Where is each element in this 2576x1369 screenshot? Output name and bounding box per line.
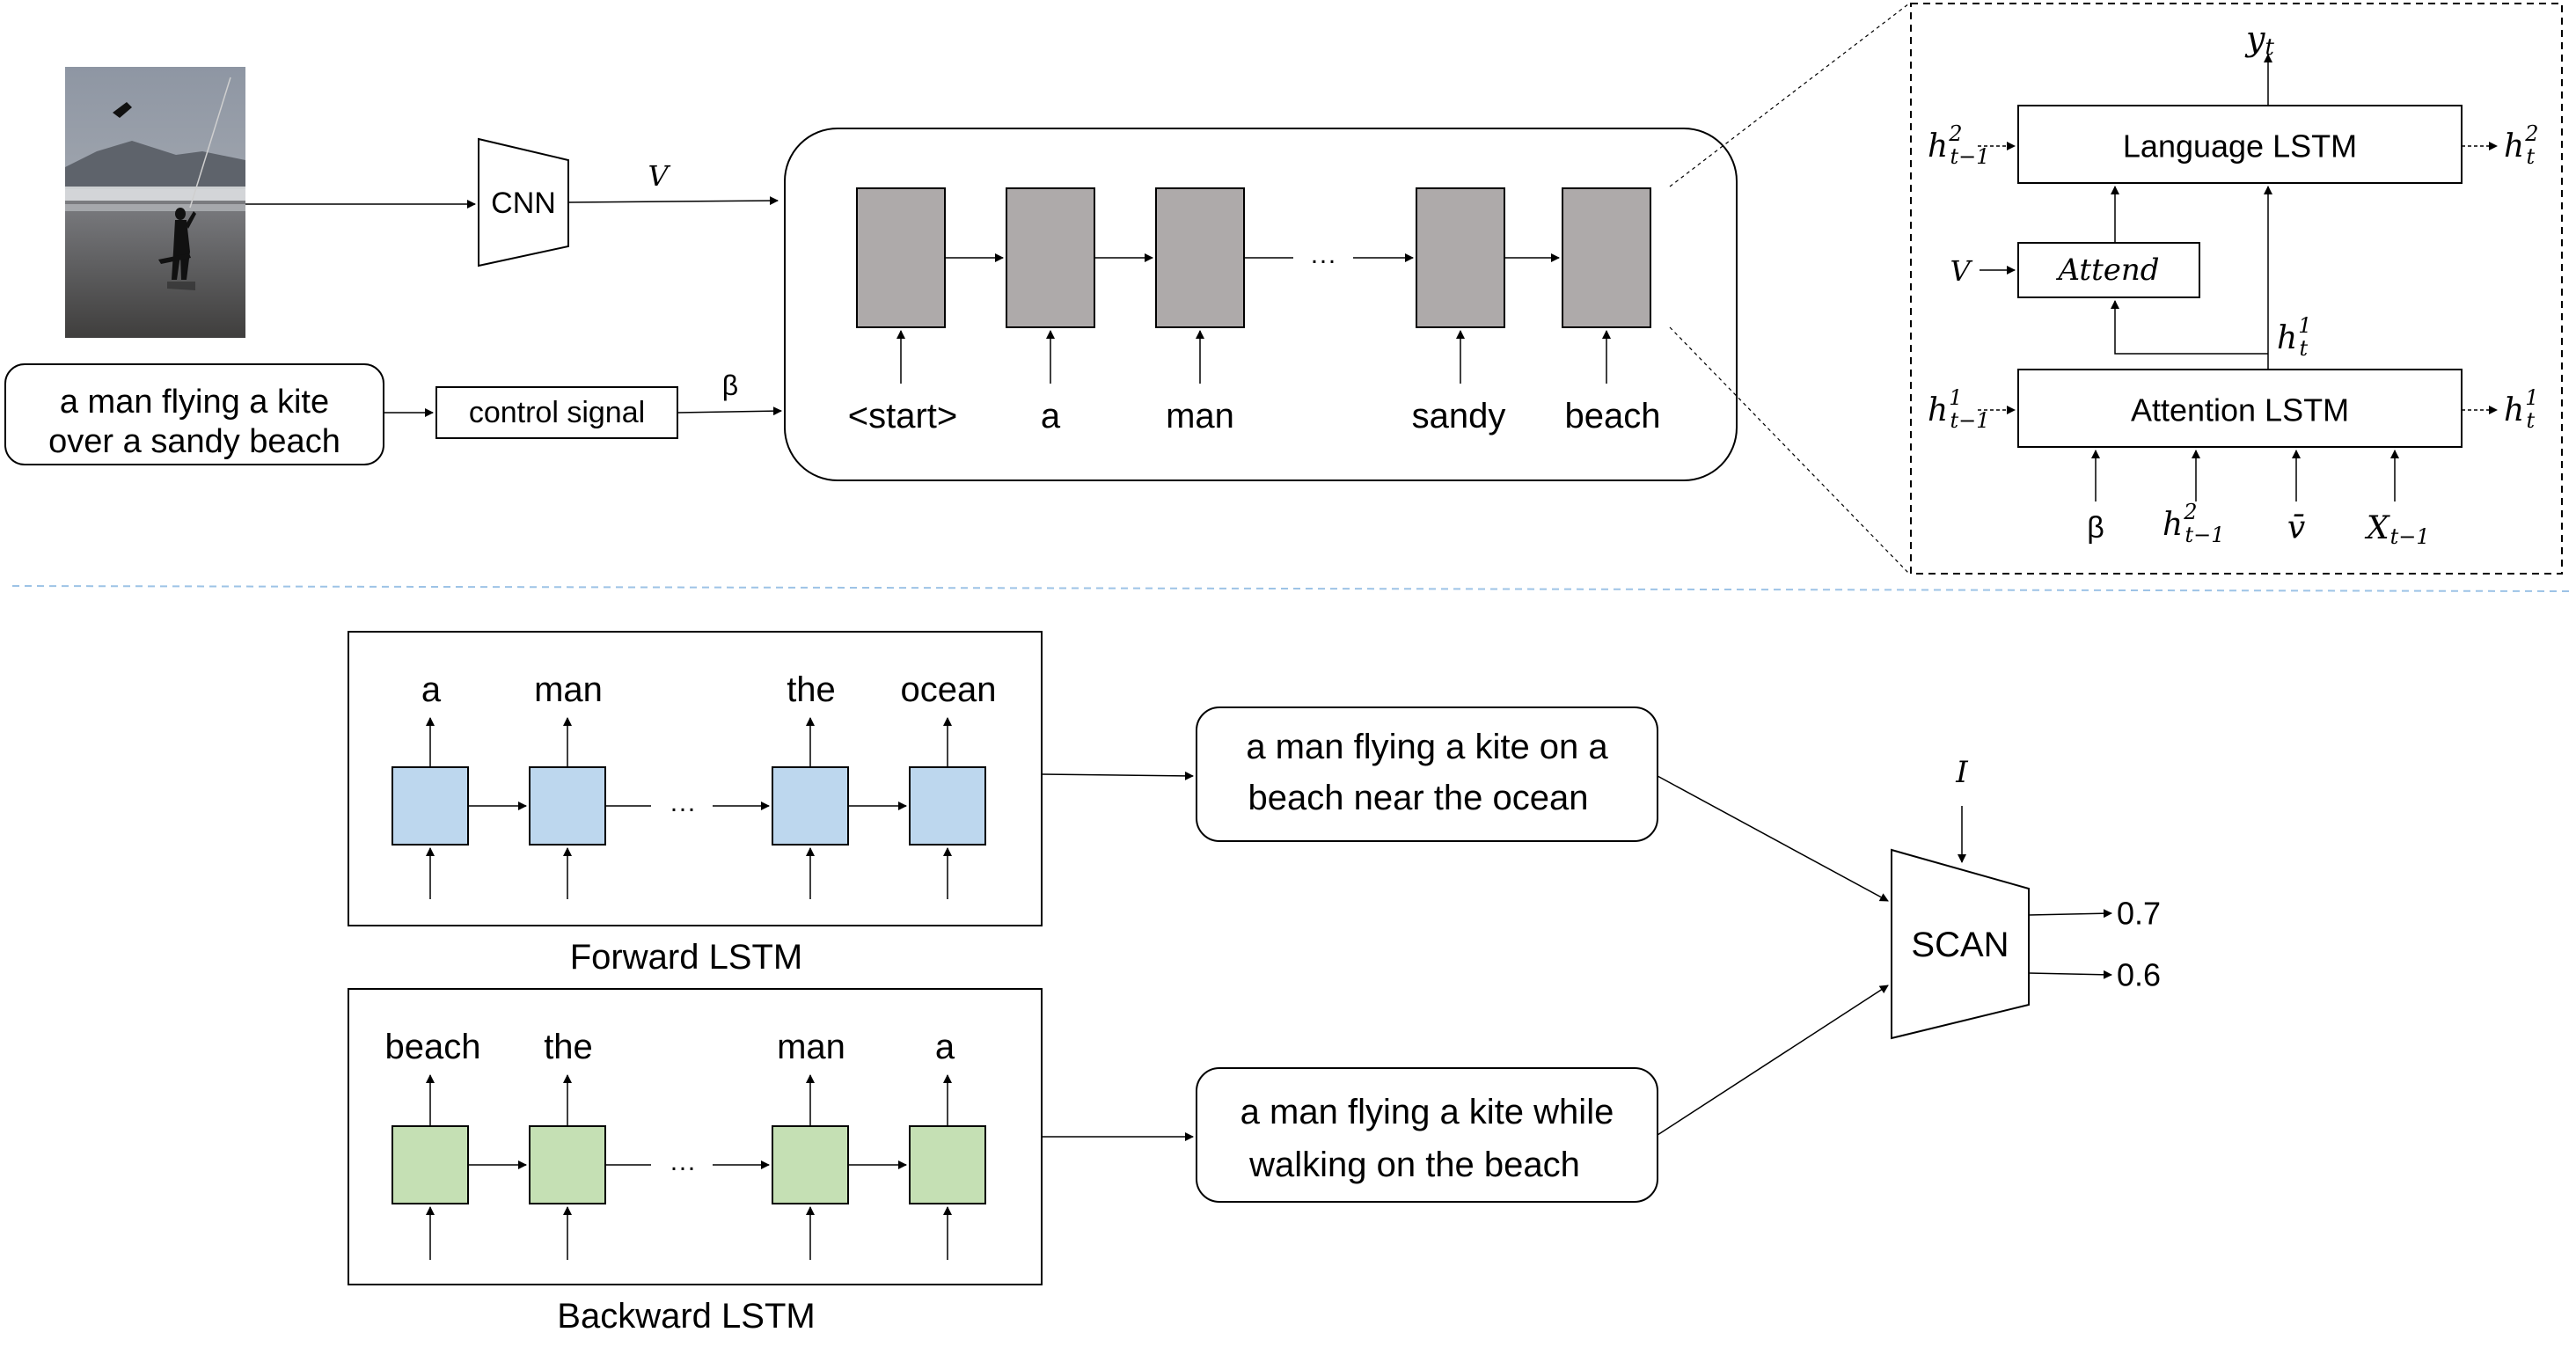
- attention-lstm-block: [2017, 369, 2463, 448]
- decoder-token: beach: [1565, 397, 1661, 436]
- yt-label: yt: [2244, 19, 2274, 61]
- lstm-detail-panel: [1910, 3, 2563, 575]
- backward-words: beach the man a: [385, 1028, 955, 1066]
- attend-label: Attend: [2055, 253, 2159, 288]
- decoder-token: <start>: [848, 397, 958, 436]
- score-arrow-1: [2028, 909, 2112, 919]
- forward-caption-line-2: beach near the ocean: [1248, 779, 1589, 817]
- decoder-cell: [1562, 187, 1651, 328]
- backward-word: beach: [385, 1028, 481, 1066]
- backward-cell: [392, 1125, 469, 1204]
- score-arrow-2: [2028, 970, 2112, 979]
- decoder-tokens: <start> a man sandy beach: [848, 397, 1661, 436]
- forward-caption-to-scan-arrow: [1657, 775, 1889, 902]
- forward-caption-box: [1196, 706, 1658, 842]
- image-i-label: I: [1955, 755, 1968, 790]
- backward-ellipsis: ···: [670, 1153, 696, 1182]
- backward-word: the: [544, 1028, 593, 1066]
- scan-block: [1891, 848, 2030, 1040]
- score-backward: 0.6: [2117, 957, 2161, 993]
- backward-caption-line-1: a man flying a kite while: [1240, 1093, 1614, 1131]
- control-signal-label: control signal: [469, 396, 645, 429]
- decoder-cell: [1006, 187, 1095, 328]
- attend-block: [2017, 242, 2200, 298]
- zoom-line-top: [1669, 3, 1910, 187]
- cnn-block: [478, 137, 569, 267]
- forward-words: a man the ocean: [421, 670, 997, 709]
- kite-surfer-photo: [65, 67, 245, 338]
- attention-to-attend-arrow: [2111, 300, 2268, 355]
- decoder-token: sandy: [1412, 397, 1506, 436]
- backward-cell: [772, 1125, 849, 1204]
- forward-cells: [392, 766, 986, 846]
- forward-lstm-label: Forward LSTM: [570, 938, 803, 977]
- decoder-cell: [1416, 187, 1505, 328]
- forward-cell: [772, 766, 849, 846]
- forward-to-caption-arrow: [1041, 771, 1194, 780]
- score-forward: 0.7: [2117, 896, 2161, 932]
- forward-word: ocean: [901, 670, 997, 709]
- decoder-ellipsis: ···: [1310, 246, 1336, 275]
- input-caption-line-2: over a sandy beach: [48, 423, 340, 460]
- backward-cell: [909, 1125, 986, 1204]
- zoom-line-bottom: [1669, 326, 1910, 575]
- backward-word: a: [935, 1028, 955, 1066]
- control-signal-box: [435, 386, 678, 439]
- cnn-label: CNN: [491, 187, 556, 220]
- decoder-token: man: [1166, 397, 1234, 436]
- scan-label: SCAN: [1911, 926, 2009, 964]
- control-to-decoder-arrow: [677, 406, 782, 416]
- input-beta-label: β: [2087, 511, 2104, 545]
- beta-label: β: [722, 370, 738, 401]
- backward-caption-line-2: walking on the beach: [1248, 1146, 1580, 1184]
- input-caption-line-1: a man flying a kite: [60, 384, 329, 421]
- decoder-input-arrows: [896, 330, 1611, 384]
- backward-lstm-label: Backward LSTM: [557, 1297, 815, 1336]
- language-lstm-block: [2017, 105, 2463, 184]
- backward-caption-to-scan-arrow: [1657, 985, 1889, 1136]
- backward-arrows: [426, 1074, 952, 1260]
- decoder-cells: [856, 187, 1651, 328]
- input-caption-box: [4, 363, 384, 465]
- backward-cell: [529, 1125, 606, 1204]
- cnn-to-decoder-arrow: [567, 196, 779, 206]
- backward-word: man: [777, 1028, 845, 1066]
- forward-word: a: [421, 670, 442, 709]
- forward-cell: [909, 766, 986, 846]
- attention-lstm-label: Attention LSTM: [2131, 392, 2349, 428]
- input-x-label: Xt−1: [2364, 510, 2430, 550]
- forward-cell: [392, 766, 469, 846]
- section-divider: [11, 585, 2570, 592]
- input-vbar-label: v̄: [2287, 510, 2305, 546]
- forward-caption-line-1: a man flying a kite on a: [1246, 728, 1608, 766]
- forward-word: man: [534, 670, 603, 709]
- forward-word: the: [787, 670, 836, 709]
- backward-cells: [392, 1125, 986, 1204]
- forward-ellipsis: ···: [670, 794, 696, 824]
- forward-cell: [529, 766, 606, 846]
- decoder-cell: [856, 187, 946, 328]
- decoder-cell: [1155, 187, 1245, 328]
- detail-v-label: V: [1950, 254, 1972, 288]
- decoder-token: a: [1041, 397, 1061, 436]
- v-feature-label: V: [648, 159, 670, 193]
- language-lstm-label: Language LSTM: [2123, 128, 2357, 165]
- attention-input-arrows: [2091, 450, 2399, 501]
- forward-arrows: [426, 717, 952, 899]
